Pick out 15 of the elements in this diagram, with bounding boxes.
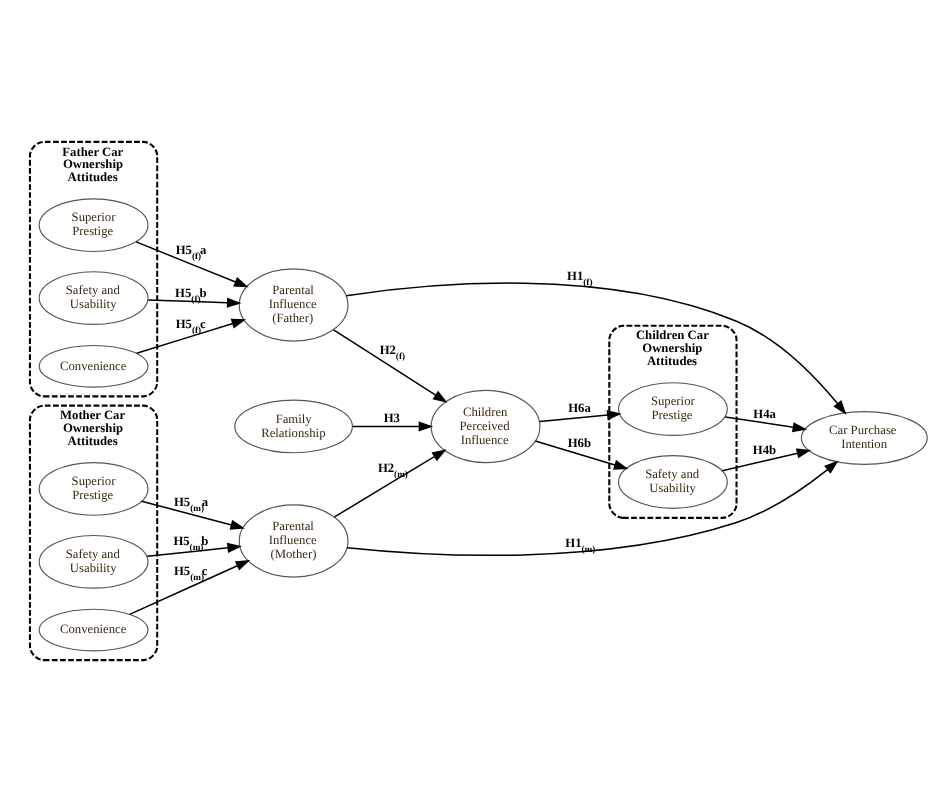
arrow [140, 499, 245, 529]
arrow [724, 415, 808, 432]
arrow [146, 541, 242, 556]
arrow [333, 448, 447, 517]
arrow [135, 240, 249, 287]
arrow [128, 558, 251, 615]
arrow [135, 317, 247, 354]
arrow [345, 281, 847, 414]
arrow [346, 459, 839, 556]
arrow [721, 447, 812, 471]
arrow [351, 420, 434, 431]
arrow [534, 439, 629, 469]
arrow [147, 296, 242, 307]
arrow [538, 409, 622, 422]
arrow [332, 328, 448, 402]
